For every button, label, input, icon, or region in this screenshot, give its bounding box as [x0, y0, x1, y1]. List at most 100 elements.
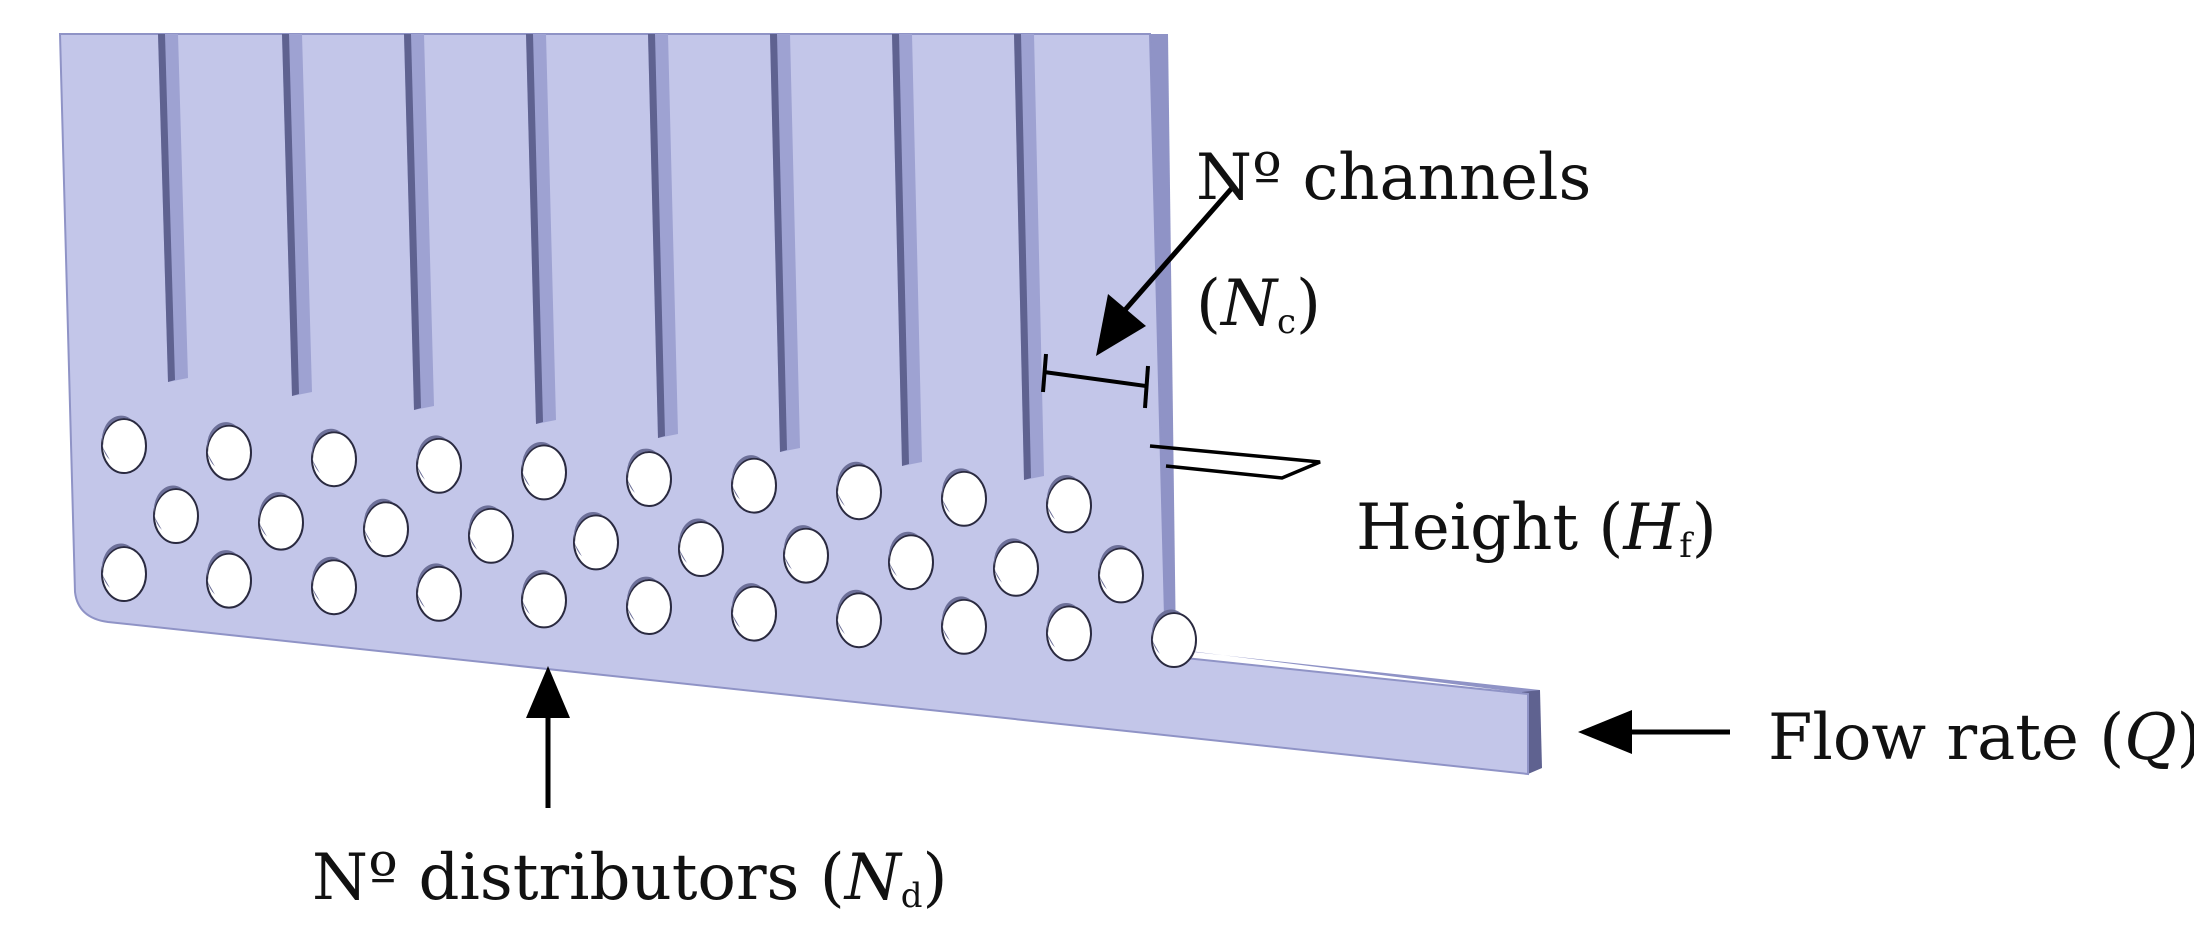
hole-opening	[468, 507, 514, 564]
distributor-hole	[206, 422, 252, 481]
channels-symbol-open: (	[1196, 267, 1221, 341]
distributor-hole	[626, 576, 672, 635]
distributor-hole	[416, 435, 462, 494]
channel-slot-face	[770, 34, 787, 452]
distributor-hole	[1046, 602, 1092, 662]
channel-slot-face	[404, 34, 421, 410]
distributor-hole	[836, 589, 882, 649]
channels-arrow	[1096, 186, 1234, 356]
channel-slot	[892, 34, 922, 466]
distributor-hole	[311, 556, 357, 616]
hole-opening	[731, 585, 777, 642]
channel-slot-face	[158, 34, 175, 382]
channel-width-dimension	[1041, 353, 1150, 409]
hole-opening	[1098, 547, 1144, 604]
height-label-text: Height (	[1356, 491, 1624, 565]
hole-opening	[573, 514, 619, 571]
hole-opening	[888, 534, 934, 591]
distributors-label: Nº distributors (Nd)	[312, 846, 947, 913]
distributor-hole	[731, 583, 777, 642]
hole-opening	[101, 546, 147, 602]
height-symbol: H	[1623, 491, 1680, 565]
hole-opening	[521, 444, 567, 501]
hole-opening	[416, 565, 462, 622]
channel-slots	[158, 34, 1044, 480]
channels-symbol: N	[1220, 267, 1277, 341]
distributors-symbol: N	[844, 841, 901, 915]
hole-opening	[1151, 612, 1197, 668]
distributor-hole	[521, 569, 567, 629]
distributor-hole	[153, 485, 199, 544]
distributor-hole	[468, 505, 514, 564]
channels-subscript: c	[1276, 302, 1297, 342]
distributor-hole	[573, 511, 619, 571]
hole-opening	[416, 437, 462, 494]
distributors-arrow	[526, 666, 570, 808]
distributor-hole	[101, 415, 147, 474]
distributor-hole	[993, 538, 1039, 597]
channel-slot	[770, 34, 800, 452]
hole-opening	[363, 501, 409, 558]
hole-opening	[626, 451, 672, 507]
hole-opening	[941, 598, 987, 655]
distributor-hole	[731, 455, 777, 514]
hole-opening	[101, 418, 147, 474]
hole-opening	[153, 488, 199, 544]
channel-slot	[648, 34, 678, 438]
distributor-holes	[101, 415, 1197, 668]
hole-opening	[731, 457, 777, 514]
channels-label-text: Nº channels	[1196, 141, 1592, 215]
hole-opening	[836, 592, 882, 649]
channels-symbol-label: (Nc)	[1196, 272, 1321, 339]
channel-slot-face	[526, 34, 543, 424]
distributor-hole	[311, 428, 357, 488]
hole-opening	[206, 552, 252, 609]
hole-opening	[993, 540, 1039, 597]
distributor-hole	[258, 492, 304, 551]
distributors-subscript: d	[900, 876, 923, 916]
dimension-line	[1043, 370, 1147, 388]
hole-opening	[311, 559, 357, 616]
channel-slot	[1014, 34, 1044, 480]
channel-slot-face	[1014, 34, 1031, 480]
distributor-hole	[206, 550, 252, 609]
distributor-hole	[416, 563, 462, 622]
hole-opening	[258, 494, 304, 551]
hole-opening	[1046, 477, 1092, 534]
channel-slot	[404, 34, 434, 410]
distributor-hole	[101, 543, 147, 602]
flow-rate-arrow	[1578, 710, 1730, 754]
distributor-hole	[783, 525, 829, 584]
hole-opening	[206, 424, 252, 481]
distributor-hole	[521, 441, 567, 501]
hole-opening	[783, 527, 829, 584]
channel-slot	[526, 34, 556, 424]
hole-opening	[311, 431, 357, 488]
flow-rate-close: )	[2177, 701, 2194, 775]
channel-slot-face	[282, 34, 299, 396]
height-dimension-marker	[1149, 444, 1321, 480]
hole-opening	[678, 521, 724, 577]
channel-slot-face	[892, 34, 909, 466]
hole-opening	[626, 579, 672, 635]
flow-rate-label: Flow rate (Q)	[1768, 706, 2194, 770]
dimension-tick-left	[1041, 353, 1048, 393]
distributor-hole	[941, 596, 987, 655]
distributor-hole	[836, 461, 882, 521]
channel-slot	[282, 34, 312, 396]
flow-rate-symbol: Q	[2124, 701, 2177, 775]
distributor-hole	[678, 518, 724, 577]
inlet-arm-edge	[1166, 648, 1540, 694]
distributors-close: )	[922, 841, 948, 915]
distributor-hole	[363, 498, 409, 558]
hole-opening	[836, 464, 882, 521]
distributor-hole	[626, 448, 672, 507]
hole-opening	[521, 572, 567, 629]
height-close: )	[1691, 491, 1717, 565]
dimension-tick-right	[1143, 365, 1150, 409]
channels-label: Nº channels	[1196, 146, 1591, 210]
channels-symbol-close: )	[1296, 267, 1321, 341]
distributors-text: Nº distributors (	[312, 841, 845, 915]
